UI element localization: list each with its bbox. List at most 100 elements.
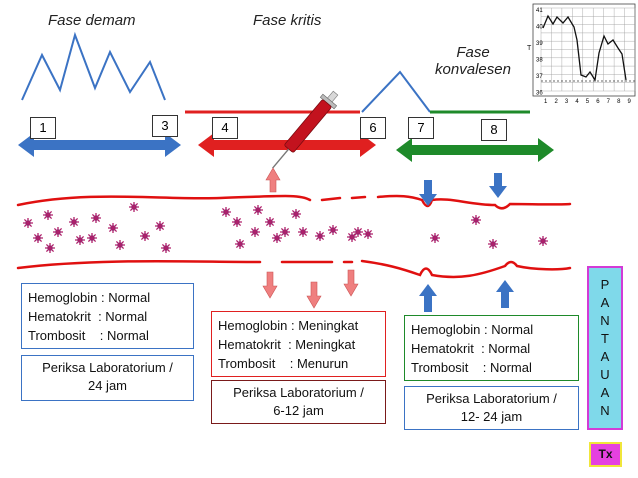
pantauan-letter: T [601, 331, 609, 346]
temp-x-tick: 8 [617, 99, 621, 105]
lab-row-hemoglobin: Hemoglobin : Normal [411, 322, 534, 337]
phase-label-demam: Fase demam [48, 12, 136, 29]
platelet-icon [264, 216, 276, 228]
temp-x-tick: 1 [544, 99, 548, 105]
pantauan-letter: N [600, 403, 610, 418]
tx-box: Tx [589, 442, 622, 467]
platelet-cluster [22, 201, 549, 254]
lab-row-hematokrit: Hematokrit : Normal [28, 309, 148, 324]
platelet-icon [352, 226, 364, 238]
lab-check-box-demam: Periksa Laboratorium / 24 jam [21, 355, 194, 401]
platelet-icon [90, 212, 102, 224]
temperature-line [542, 14, 627, 82]
lab-row-trombosit: Trombosit : Normal [28, 328, 149, 343]
syringe-icon [272, 90, 339, 169]
fever-phase-arrow [18, 133, 181, 157]
day-marker-7: 7 [408, 117, 434, 139]
fever-curve [21, 31, 166, 101]
temp-x-tick: 2 [554, 99, 558, 105]
lab-check-line2: 12- 24 jam [460, 409, 523, 424]
lab-check-box-kritis: Periksa Laboratorium / 6-12 jam [211, 380, 386, 424]
pantauan-letter: A [600, 385, 610, 400]
platelet-icon [231, 216, 243, 228]
platelet-icon [362, 228, 374, 240]
temp-y-tick: 38 [536, 58, 543, 64]
platelet-icon [252, 204, 264, 216]
temp-y-tick: 39 [536, 41, 543, 47]
temp-axis-mark: T [527, 45, 532, 52]
platelet-icon [128, 201, 140, 213]
platelet-icon [271, 232, 283, 244]
platelet-icon [234, 238, 246, 250]
platelet-icon [346, 231, 358, 243]
temp-x-tick: 4 [575, 99, 579, 105]
convalescent-curve [361, 70, 431, 113]
platelet-icon [297, 226, 309, 238]
platelet-icon [86, 232, 98, 244]
day-marker-3: 3 [152, 115, 178, 137]
platelet-icon [429, 232, 441, 244]
day-marker-1: 1 [30, 117, 56, 139]
platelet-icon [74, 234, 86, 246]
platelet-icon [44, 242, 56, 254]
platelet-icon [327, 224, 339, 236]
temp-x-tick: 5 [586, 99, 590, 105]
phase-label-konvalesen-line2: konvalesen [435, 61, 511, 79]
pantauan-letter: P [600, 277, 610, 292]
platelet-icon [249, 226, 261, 238]
platelet-icon [537, 235, 549, 247]
temp-y-tick: 36 [536, 91, 543, 97]
lab-row-trombosit: Trombosit : Normal [411, 360, 532, 375]
platelet-icon [314, 230, 326, 242]
pantauan-box: P A N T A U A N [587, 266, 623, 430]
day-marker-6: 6 [360, 117, 386, 139]
lab-check-line1: Periksa Laboratorium / [426, 391, 557, 406]
platelet-icon [107, 222, 119, 234]
lab-check-line2: 6-12 jam [273, 403, 324, 418]
day-marker-8: 8 [481, 119, 507, 141]
platelet-icon [42, 209, 54, 221]
lab-values-box-kritis: Hemoglobin : Meningkat Hematokrit : Meni… [211, 311, 386, 377]
platelet-icon [290, 208, 302, 220]
phase-label-konvalesen: Fase konvalesen [432, 44, 514, 79]
platelet-icon [68, 216, 80, 228]
leak-up-arrow [265, 167, 281, 193]
platelet-icon [22, 217, 34, 229]
temp-x-tick: 3 [565, 99, 569, 105]
platelet-icon [114, 239, 126, 251]
phase-label-kritis: Fase kritis [253, 12, 322, 29]
platelet-icon [279, 226, 291, 238]
convalescent-phase-arrow [396, 138, 554, 162]
platelet-icon [470, 214, 482, 226]
platelet-icon [154, 220, 166, 232]
lab-check-line1: Periksa Laboratorium / [42, 360, 173, 375]
phase-label-konvalesen-line1: Fase [456, 44, 490, 61]
pantauan-letter: A [600, 295, 610, 310]
lab-values-box-konvalesen: Hemoglobin : Normal Hematokrit : Normal … [404, 315, 579, 381]
lab-row-trombosit: Trombosit : Menurun [218, 356, 349, 371]
temp-x-tick: 9 [628, 99, 632, 105]
pantauan-letter: N [600, 313, 610, 328]
lab-values-box-demam: Hemoglobin : Normal Hematokrit : Normal … [21, 283, 194, 349]
reabsorption-arrows [419, 173, 514, 312]
lab-row-hematokrit: Hematokrit : Normal [411, 341, 531, 356]
platelet-icon [220, 206, 232, 218]
day-marker-4: 4 [212, 117, 238, 139]
temp-y-tick: 41 [536, 8, 543, 14]
temp-y-tick: 37 [536, 74, 543, 80]
lab-row-hemoglobin: Hemoglobin : Meningkat [218, 318, 359, 333]
platelet-icon [487, 238, 499, 250]
lab-check-box-konvalesen: Periksa Laboratorium / 12- 24 jam [404, 386, 579, 430]
platelet-icon [160, 242, 172, 254]
platelet-icon [32, 232, 44, 244]
lab-row-hematokrit: Hematokrit : Meningkat [218, 337, 356, 352]
temp-x-tick: 7 [607, 99, 611, 105]
temp-x-tick: 6 [596, 99, 600, 105]
lab-row-hemoglobin: Hemoglobin : Normal [28, 290, 151, 305]
leak-down-arrows [262, 269, 359, 309]
platelet-icon [139, 230, 151, 242]
lab-check-line2: 24 jam [87, 378, 128, 393]
